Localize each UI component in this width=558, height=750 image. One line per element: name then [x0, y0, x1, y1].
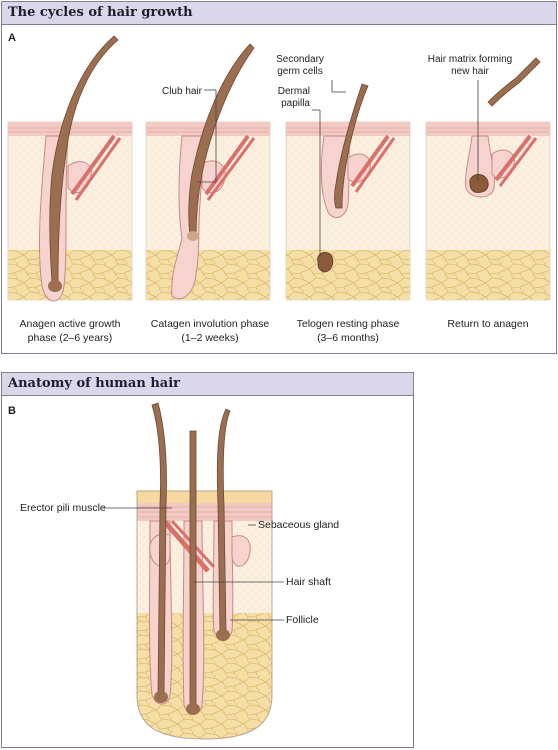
stage-2-line2: (1–2 weeks): [181, 332, 238, 344]
label-follicle: Follicle: [286, 614, 319, 626]
label-matrix-1: Hair matrix forming: [428, 54, 512, 65]
label-club-hair: Club hair: [162, 86, 203, 97]
panel-hair-cycles: The cycles of hair growth A: [1, 1, 557, 354]
label-dermal-papilla-1: Dermal: [278, 86, 310, 97]
label-hair-shaft: Hair shaft: [286, 576, 331, 588]
stage-3-line2: (3–6 months): [317, 332, 379, 344]
stage-3-line1: Telogen resting phase: [297, 318, 400, 330]
panel-a-letter: A: [8, 32, 16, 44]
catagen-diagram: [145, 43, 271, 301]
label-sebaceous-gland: Sebaceous gland: [258, 519, 339, 531]
stage-2-line1: Catagen involution phase: [151, 318, 270, 330]
panel-b-letter: B: [8, 405, 16, 417]
telogen-diagram: [285, 80, 411, 301]
panel-b-title: Anatomy of human hair: [2, 373, 413, 396]
anagen-diagram: [7, 35, 133, 302]
hair-anatomy-diagram: Erector pili muscle Sebaceous gland Hair…: [20, 402, 339, 740]
stage-1-line1: Anagen active growth: [20, 318, 121, 330]
stage-1-line2: phase (2–6 years): [28, 332, 113, 344]
label-secondary-germ-1: Secondary: [276, 54, 324, 65]
label-dermal-papilla-2: papilla: [281, 98, 310, 109]
stage-4-line1: Return to anagen: [447, 318, 528, 330]
label-secondary-germ-2: germ cells: [277, 66, 323, 77]
panel-hair-anatomy: Anatomy of human hair B: [1, 372, 414, 748]
hair-cycle-diagram: Club hair Secondary germ cells Dermal pa…: [7, 35, 551, 344]
return-anagen-diagram: [425, 57, 551, 301]
label-erector-pili: Erector pili muscle: [20, 502, 106, 514]
panel-a-title: The cycles of hair growth: [2, 2, 556, 25]
label-matrix-2: new hair: [451, 66, 489, 77]
